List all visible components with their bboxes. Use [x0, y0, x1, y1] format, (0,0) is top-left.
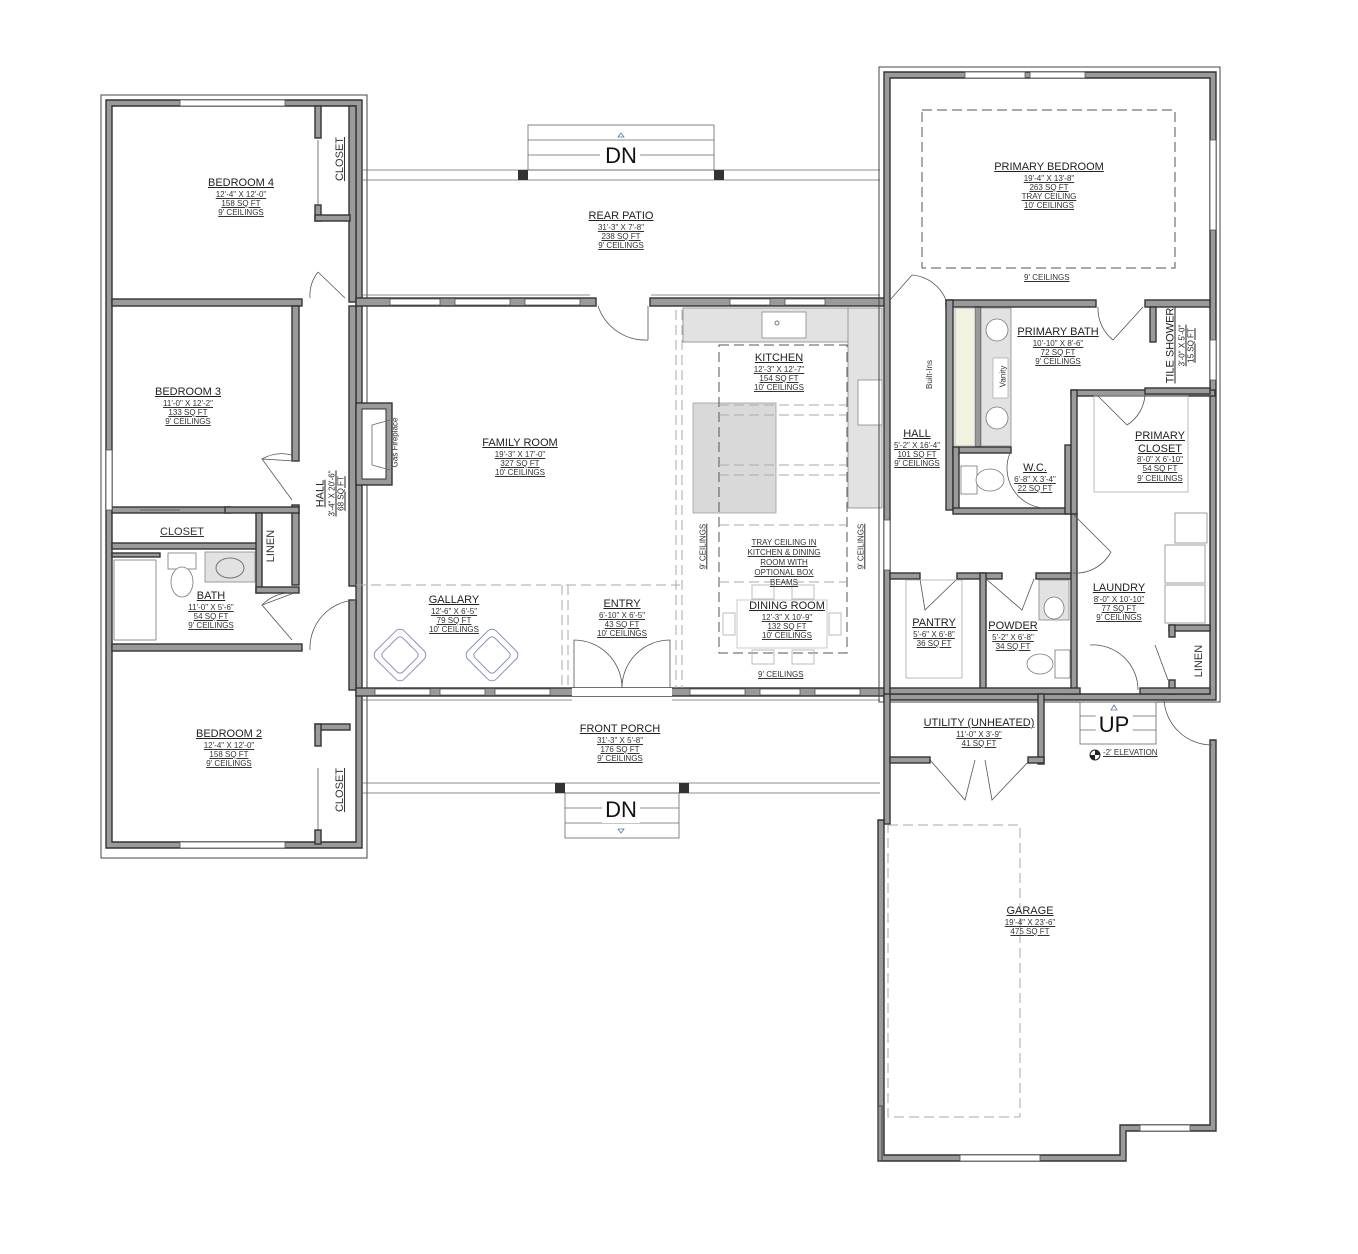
closet-label-bed4: CLOSET	[334, 136, 347, 182]
rear-patio-lines	[362, 124, 880, 296]
room-label-hall-right: HALL 5'-2" X 16'-4" 101 SQ FT 9' CEILING…	[893, 428, 941, 469]
room-label-hall-left: HALL 3'-4" X 20'-6" 68 SQ FT	[314, 470, 346, 517]
dining-9ft-note: 9' CEILINGS	[758, 670, 804, 679]
room-label-primary-closet: PRIMARY CLOSET 8'-0" X 6'-10" 54 SQ FT 9…	[1135, 430, 1185, 483]
room-label-pantry: PANTRY 5'-6" X 6'-8" 36 SQ FT	[912, 617, 956, 648]
room-label-bedroom3: BEDROOM 3 11'-0" X 12'-2" 133 SQ FT 9' C…	[154, 386, 222, 427]
gas-fireplace-label: Gas Fireplace	[390, 417, 400, 468]
room-label-powder: POWDER 5'-2" X 6'-8" 34 SQ FT	[988, 620, 1038, 651]
room-label-garage: GARAGE 19'-4" X 23'-6" 475 SQ FT	[1004, 905, 1056, 936]
dining-table	[722, 584, 842, 665]
elevation-note: -2' ELEVATION	[1103, 748, 1158, 757]
room-label-primary-bedroom: PRIMARY BEDROOM 19'-4" X 13'-8" 263 SQ F…	[994, 161, 1104, 211]
vanity-label: Vanity	[998, 365, 1008, 388]
room-label-entry: ENTRY 6'-10" X 6'-5" 43 SQ FT 10' CEILIN…	[597, 598, 647, 639]
room-label-rear-patio: REAR PATIO 31'-3" X 7'-8" 238 SQ FT 9' C…	[588, 210, 654, 251]
room-label-bedroom4: BEDROOM 4 12'-4" X 12'-0" 158 SQ FT 9' C…	[207, 177, 275, 218]
built-ins-label: Built-Ins	[924, 360, 934, 389]
garage-stair-up: UP	[1095, 712, 1133, 738]
linen-label-left: LINEN	[265, 529, 278, 563]
tray-ceiling-note: TRAY CEILING IN KITCHEN & DINING ROOM WI…	[747, 538, 821, 587]
linen-label-right: LINEN	[1193, 644, 1206, 678]
doors-right-wing	[889, 274, 1169, 801]
room-label-front-porch: FRONT PORCH 31'-3" X 5'-8" 176 SQ FT 9' …	[579, 723, 661, 764]
room-label-gallary: GALLARY 12'-6" X 6'-5" 79 SQ FT 10' CEIL…	[428, 594, 480, 635]
doors-left-wing	[140, 140, 357, 830]
room-label-bedroom2: BEDROOM 2 12'-4" X 12'-0" 158 SQ FT 9' C…	[195, 728, 263, 769]
kitchen-fixtures	[682, 307, 883, 654]
left-wing-walls	[100, 94, 368, 859]
front-porch-lines	[362, 699, 880, 839]
closet-label-bed2: CLOSET	[334, 767, 347, 813]
room-label-laundry: LAUNDRY 8'-0" X 10'-10" 77 SQ FT 9' CEIL…	[1092, 582, 1146, 623]
room-label-bath: BATH 11'-0" X 5'-6" 54 SQ FT 9' CEILINGS	[188, 590, 234, 631]
primary-bedroom-9ft-note: 9' CEILINGS	[1024, 273, 1070, 282]
garage-walls	[877, 693, 1217, 1162]
room-label-kitchen: KITCHEN 12'-3" X 12'-7" 154 SQ FT 10' CE…	[753, 352, 805, 393]
right-wing-walls	[878, 66, 1221, 703]
kitchen-left-9ft-note: 9' CEILINGS	[698, 523, 708, 570]
room-label-primary-bath: PRIMARY BATH 10'-10" X 8'-6" 72 SQ FT 9'…	[1017, 326, 1099, 367]
gallery-chairs	[373, 628, 519, 682]
rear-stair-dn: DN	[602, 143, 640, 169]
room-label-tile-shower: TILE SHOWER 3'-0" X 5'-0" 15 SQ FT	[1164, 307, 1196, 384]
kitchen-right-9ft-note: 9' CEILINGS	[856, 523, 866, 570]
room-label-family-room: FAMILY ROOM 19'-3" X 17'-0" 327 SQ FT 10…	[482, 437, 558, 478]
room-label-dining-room: DINING ROOM 12'-3" X 10'-9" 132 SQ FT 10…	[749, 600, 825, 641]
front-stair-dn: DN	[602, 797, 640, 823]
room-label-wc: W.C. 6'-8" X 3'-4" 22 SQ FT	[1014, 462, 1056, 493]
room-label-utility: UTILITY (UNHEATED) 11'-0" X 3'-9" 41 SQ …	[923, 717, 1035, 748]
closet-label-bed3: CLOSET	[160, 526, 205, 538]
